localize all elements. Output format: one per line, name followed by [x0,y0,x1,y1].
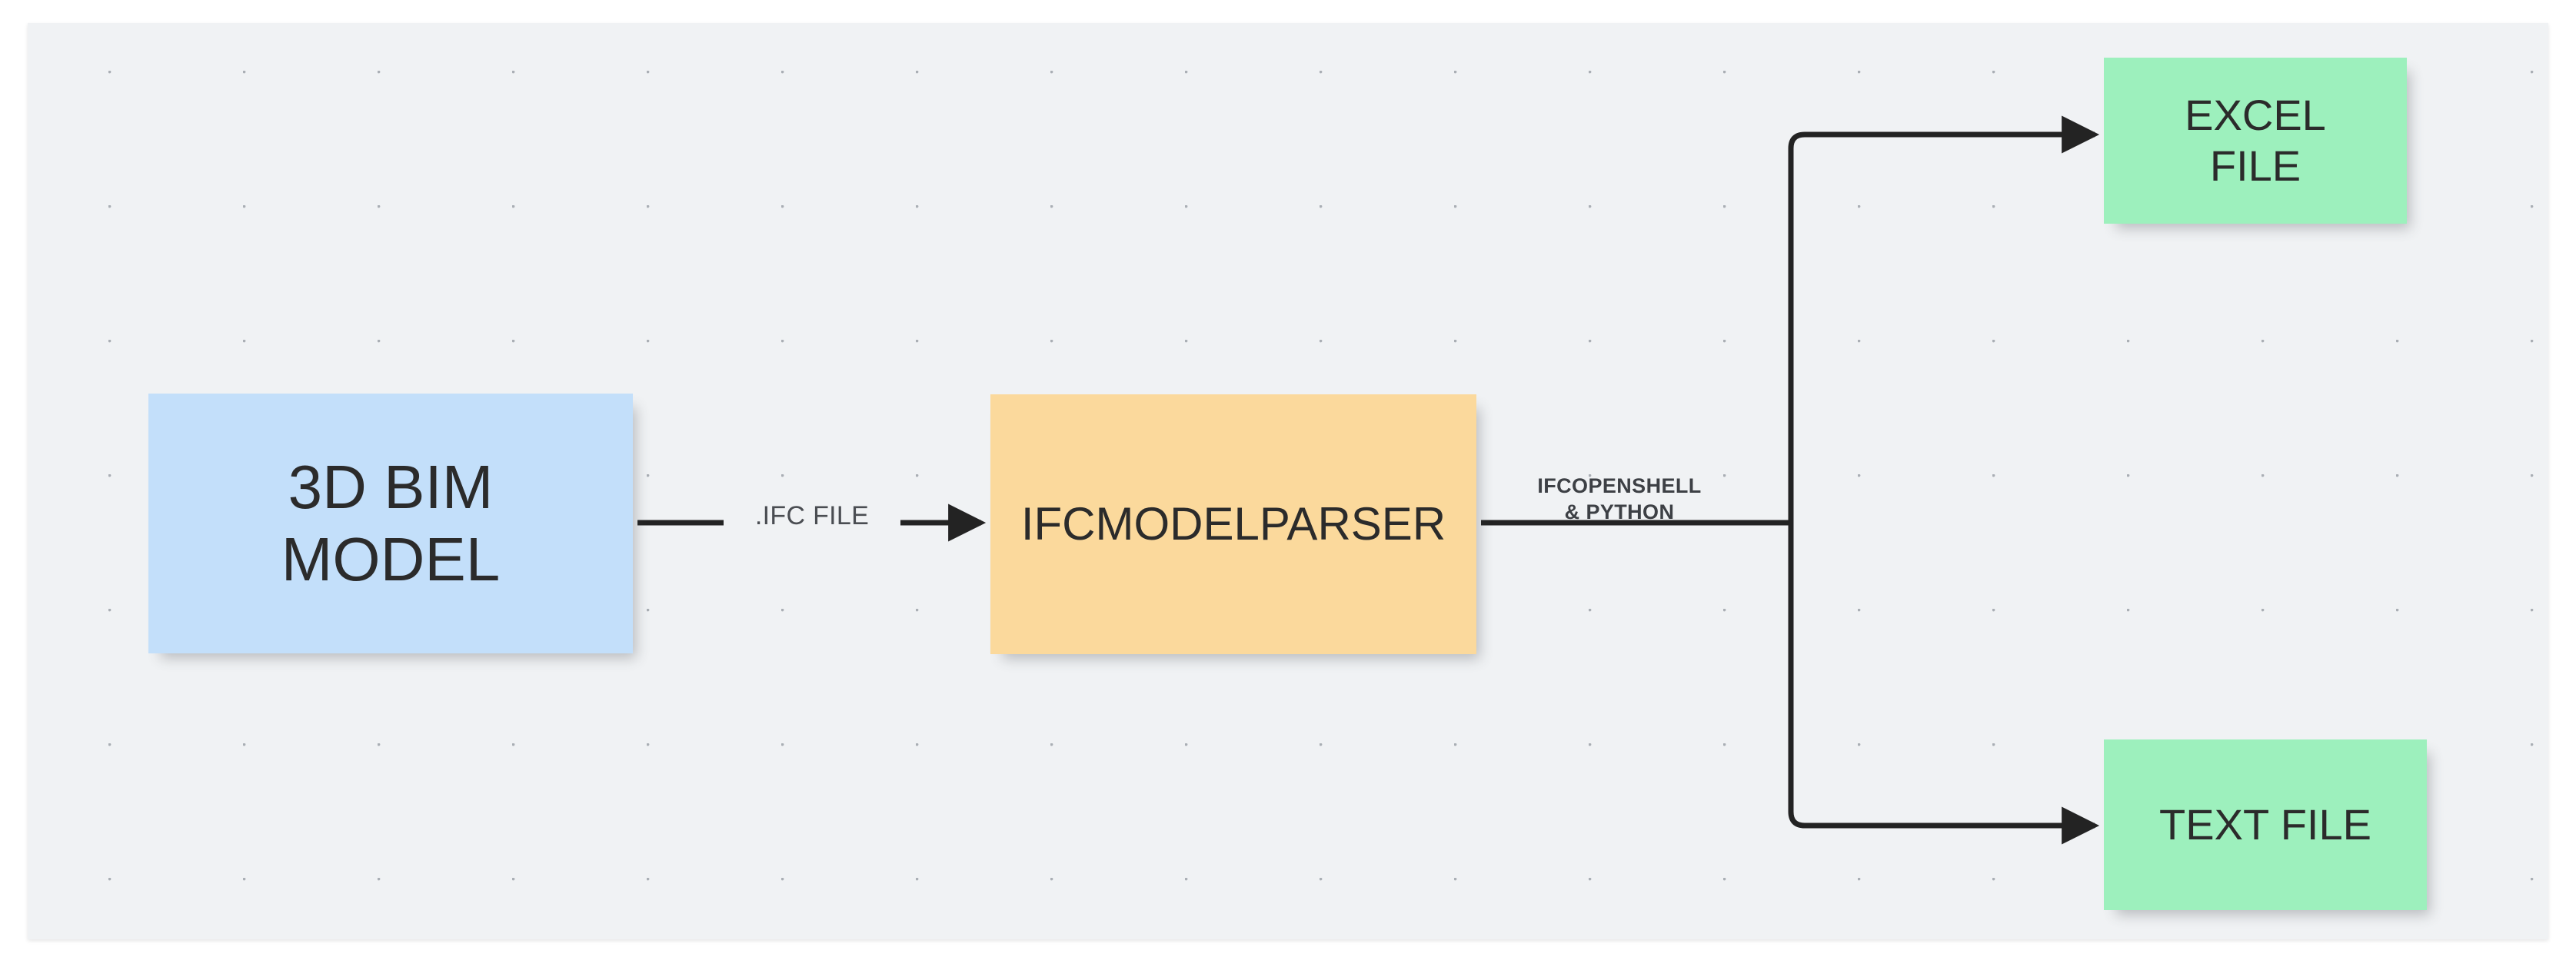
node-text-file-label: TEXT FILE [2159,799,2371,849]
node-3d-bim-model[interactable]: 3D BIM MODEL [148,394,633,653]
node-ifcmodelparser[interactable]: IFCMODELPARSER [990,394,1476,654]
edge-label-ifc-file: .IFC FILE [724,500,900,533]
node-ifcmodelparser-label: IFCMODELPARSER [1020,497,1446,550]
edge-parser-to-text[interactable] [1788,523,2100,845]
diagram-canvas[interactable]: 3D BIM MODEL IFCMODELPARSER EXCEL FILE T… [28,23,2548,939]
node-excel-file-label: EXCEL FILE [2185,90,2326,190]
edge-label-ifcopenshell-python: IFCOPENSHELL & PYTHON [1537,474,1702,523]
edge-parser-to-excel[interactable] [1788,115,2100,523]
node-text-file[interactable]: TEXT FILE [2104,739,2427,910]
node-excel-file[interactable]: EXCEL FILE [2104,58,2407,224]
node-3d-bim-model-label: 3D BIM MODEL [281,452,501,593]
